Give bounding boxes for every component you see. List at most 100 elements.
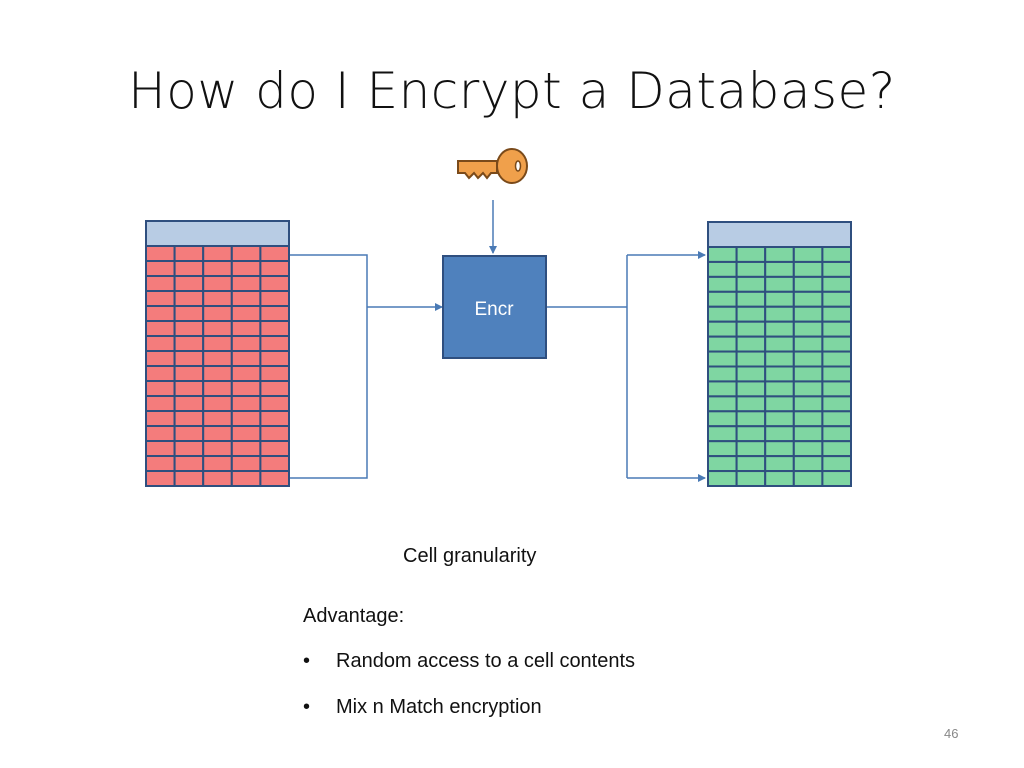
ciphertext-table-cell	[792, 350, 824, 368]
ciphertext-table-cell	[764, 350, 795, 368]
ciphertext-table-cell	[821, 350, 853, 368]
caption: Cell granularity	[403, 545, 537, 567]
plaintext-table-cell	[145, 440, 176, 457]
ciphertext-table-cell	[735, 395, 767, 413]
plaintext-table-cell	[202, 410, 233, 427]
ciphertext-table-cell	[792, 470, 824, 487]
plaintext-table-cell	[145, 275, 176, 292]
ciphertext-table-cell	[764, 380, 795, 398]
plaintext-table-cell	[259, 470, 290, 487]
plaintext-table-cell	[259, 365, 290, 382]
plaintext-table-cell	[145, 350, 176, 367]
plaintext-table-cell	[173, 410, 205, 427]
plaintext-table-cell	[145, 320, 176, 337]
plaintext-table-cell	[230, 425, 262, 442]
bullet-glyph: •	[303, 650, 311, 672]
ciphertext-table-cell	[707, 380, 738, 398]
plaintext-table-cell	[145, 260, 176, 277]
plaintext-table-cell	[173, 275, 205, 292]
ciphertext-table-cell	[792, 440, 824, 458]
plaintext-table-cell	[230, 290, 262, 307]
plaintext-table-cell	[202, 260, 233, 277]
plaintext-table	[145, 220, 290, 487]
ciphertext-table-cell	[764, 320, 795, 338]
plaintext-table-header	[145, 220, 290, 247]
ciphertext-table-cell	[707, 246, 738, 263]
plaintext-table-cell	[259, 440, 290, 457]
ciphertext-table-cell	[764, 246, 795, 263]
ciphertext-table-cell	[821, 246, 853, 263]
plaintext-table-cell	[173, 395, 205, 412]
ciphertext-table-cell	[707, 260, 738, 278]
plaintext-table-cell	[230, 380, 262, 397]
ciphertext-table-cell	[735, 380, 767, 398]
ciphertext-table-cell	[707, 335, 738, 353]
ciphertext-table-cell	[764, 410, 795, 428]
plaintext-table-cell	[202, 380, 233, 397]
plaintext-table-cell	[173, 365, 205, 382]
plaintext-table-cell	[202, 455, 233, 472]
ciphertext-table-cell	[764, 260, 795, 278]
ciphertext-table-cell	[735, 425, 767, 443]
ciphertext-table-cell	[707, 425, 738, 443]
plaintext-table-cell	[230, 275, 262, 292]
plaintext-table-cell	[230, 440, 262, 457]
plaintext-table-cell	[259, 275, 290, 292]
plaintext-table-cell	[145, 410, 176, 427]
ciphertext-table-cell	[707, 440, 738, 458]
plaintext-table-cell	[173, 350, 205, 367]
ciphertext-table-cell	[735, 305, 767, 323]
plaintext-table-cell	[173, 455, 205, 472]
ciphertext-table-cell	[735, 350, 767, 368]
advantages-heading: Advantage:	[303, 605, 405, 627]
plaintext-table-cell	[145, 335, 176, 352]
ciphertext-table-cell	[735, 470, 767, 487]
plaintext-table-cell	[145, 380, 176, 397]
ciphertext-table-cell	[735, 410, 767, 428]
plaintext-table-cell	[202, 275, 233, 292]
plaintext-table-cell	[230, 470, 262, 487]
plaintext-table-cell	[259, 455, 290, 472]
plaintext-table-cell	[145, 425, 176, 442]
list-item: • Random access to a cell contents	[303, 650, 635, 696]
plaintext-table-cell	[145, 365, 176, 382]
ciphertext-table	[707, 221, 853, 487]
plaintext-table-cell	[230, 260, 262, 277]
plaintext-table-cell	[173, 425, 205, 442]
ciphertext-table-cell	[764, 395, 795, 413]
plaintext-table-cell	[202, 470, 233, 487]
ciphertext-table-cell	[821, 410, 853, 428]
ciphertext-table-cell	[707, 395, 738, 413]
page-number: 46	[944, 726, 959, 741]
ciphertext-table-cell	[735, 365, 767, 383]
plaintext-table-cell	[230, 320, 262, 337]
ciphertext-table-cell	[764, 470, 795, 487]
plaintext-table-cell	[259, 305, 290, 322]
plaintext-table-cell	[202, 395, 233, 412]
plaintext-table-cell	[202, 425, 233, 442]
plaintext-table-cell	[173, 245, 205, 262]
ciphertext-table-cell	[821, 365, 853, 383]
ciphertext-table-cell	[707, 305, 738, 323]
plaintext-table-cell	[259, 425, 290, 442]
ciphertext-table-cell	[764, 440, 795, 458]
ciphertext-table-cell	[821, 455, 853, 473]
ciphertext-table-cell	[764, 275, 795, 293]
key-icon	[457, 148, 528, 184]
ciphertext-table-cell	[792, 305, 824, 323]
plaintext-table-cell	[145, 290, 176, 307]
ciphertext-table-cell	[792, 365, 824, 383]
bullet-glyph: •	[303, 696, 311, 718]
plaintext-table-cell	[173, 440, 205, 457]
plaintext-table-cell	[230, 350, 262, 367]
plaintext-table-cell	[259, 395, 290, 412]
ciphertext-table-cell	[707, 275, 738, 293]
ciphertext-table-cell	[735, 290, 767, 308]
encrypt-box	[442, 255, 547, 359]
ciphertext-table-cell	[735, 440, 767, 458]
plaintext-table-cell	[173, 380, 205, 397]
plaintext-table-cell	[259, 290, 290, 307]
plaintext-table-cell	[173, 290, 205, 307]
ciphertext-table-cell	[735, 246, 767, 263]
plaintext-table-cell	[145, 395, 176, 412]
